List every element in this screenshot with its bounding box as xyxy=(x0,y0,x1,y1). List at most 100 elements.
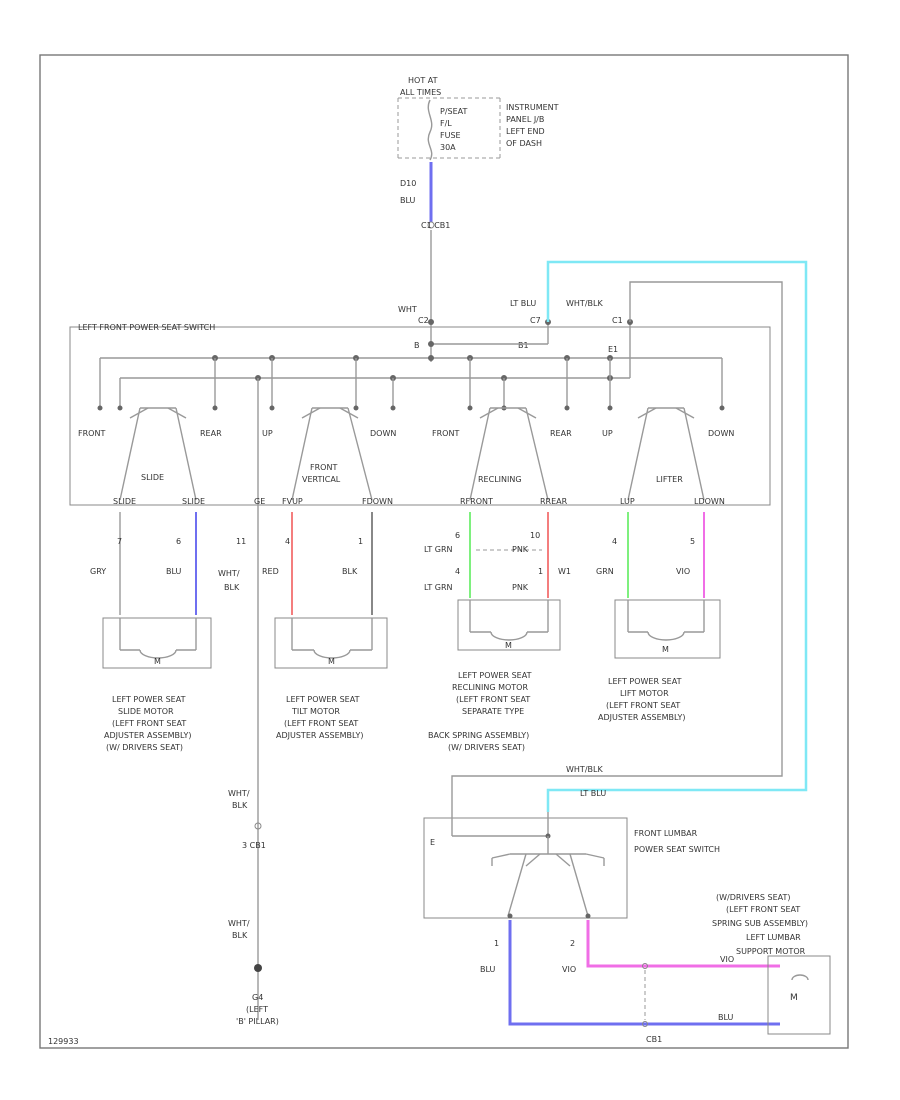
power-connector-label: C1 CB1 xyxy=(421,221,450,230)
slide-motor-line-5: (W/ DRIVERS SEAT) xyxy=(106,743,183,752)
slide-motor-m: M xyxy=(154,657,161,666)
tilt-motor-line-4: ADJUSTER ASSEMBLY) xyxy=(276,731,363,740)
lifter-up-label: UP xyxy=(602,429,613,438)
recline-lb-pin: 4 xyxy=(455,567,460,576)
lifter-left-pin: 4 xyxy=(612,537,617,546)
recline-rb-color: PNK xyxy=(512,583,529,592)
lumbar-motor-m: M xyxy=(790,993,798,1003)
lifter-left-color: GRN xyxy=(596,567,614,576)
lumbar-pin-1: 1 xyxy=(494,939,499,948)
ground-label-2: (LEFT xyxy=(246,1005,268,1014)
ground-color-2: BLK xyxy=(224,583,240,592)
lumbar-blu-wire xyxy=(508,920,780,1026)
hot-at-label: HOT AT xyxy=(408,76,438,85)
recline-rb-extra: W1 xyxy=(558,567,571,576)
pin-wht-label: WHT xyxy=(398,305,417,314)
lifter-out-right: LDOWN xyxy=(694,497,725,506)
lumbar-wire-blu: BLU xyxy=(480,965,496,974)
slide-left-pin: 7 xyxy=(117,537,122,546)
ground-label-1: G4 xyxy=(252,993,263,1002)
vertical-left-color: RED xyxy=(262,567,279,576)
fuse-line-3: FUSE xyxy=(440,131,461,140)
vertical-right-color: BLK xyxy=(342,567,358,576)
vertical-name-2: VERTICAL xyxy=(302,475,341,484)
seat-switch-title: LEFT FRONT POWER SEAT SWITCH xyxy=(78,323,215,332)
recline-motor-line-4: SEPARATE TYPE xyxy=(462,707,524,716)
lumbar-motor-top-label: VIO xyxy=(720,955,734,964)
slide-right-color: BLU xyxy=(166,567,182,576)
lt-blu-feed-wire xyxy=(546,260,808,812)
vertical-out-right: FDOWN xyxy=(362,497,393,506)
lumbar-lt-blu-label: LT BLU xyxy=(580,789,606,798)
location-line-1: INSTRUMENT xyxy=(506,103,559,112)
vertical-switch: UP DOWN FRONT VERTICAL FVUP FDOWN xyxy=(262,407,396,506)
ground-connector: 3 CB1 xyxy=(242,841,266,850)
vertical-down-label: DOWN xyxy=(370,429,396,438)
power-source: HOT AT ALL TIMES P/SEAT F/L FUSE 30A INS… xyxy=(397,76,559,322)
recline-lt-color: LT GRN xyxy=(424,545,453,554)
recline-out-left: RFRONT xyxy=(460,497,493,506)
ground-point-icon xyxy=(254,964,262,972)
tilt-motor-line-1: LEFT POWER SEAT xyxy=(286,695,360,704)
slide-motor-line-4: ADJUSTER ASSEMBLY) xyxy=(104,731,191,740)
seat-switch: LEFT FRONT POWER SEAT SWITCH WHT C2 LT B… xyxy=(69,299,771,1020)
lumbar-motor-line-2: (LEFT FRONT SEAT xyxy=(726,905,800,914)
tilt-motor-line-2: TILT MOTOR xyxy=(291,707,340,716)
recline-motor-line-1: LEFT POWER SEAT xyxy=(458,671,532,680)
location-line-2: PANEL J/B xyxy=(506,115,544,124)
lumbar-pin-2: 2 xyxy=(570,939,575,948)
output-wires: 7 6 GRY BLU 11 WHT/ BLK 4 1 RED BLK 6 LT… xyxy=(90,512,705,615)
ground-label-3: 'B' PILLAR) xyxy=(236,1017,279,1026)
slide-motor-line-1: LEFT POWER SEAT xyxy=(112,695,186,704)
motor-recline: M LEFT POWER SEAT RECLINING MOTOR (LEFT … xyxy=(428,599,561,752)
recline-motor-line-5: BACK SPRING ASSEMBLY) xyxy=(428,731,529,740)
vertical-name-1: FRONT xyxy=(310,463,337,472)
lumbar-wht-blk-label: WHT/BLK xyxy=(566,765,603,774)
lifter-right-pin: 5 xyxy=(690,537,695,546)
pin-b: B xyxy=(414,341,420,350)
vertical-right-pin: 1 xyxy=(358,537,363,546)
lumbar-bottom-connector: CB1 xyxy=(646,1035,662,1044)
ground-path: WHT/ BLK 3 CB1 WHT/ BLK G4 (LEFT 'B' PIL… xyxy=(228,789,279,1026)
diagram-id: 129933 xyxy=(48,1037,79,1046)
lift-motor-line-4: ADJUSTER ASSEMBLY) xyxy=(598,713,685,722)
recline-motor-line-3: (LEFT FRONT SEAT xyxy=(456,695,530,704)
vertical-out-left: FVUP xyxy=(282,497,303,506)
slide-front-label: FRONT xyxy=(78,429,105,438)
lift-motor-m: M xyxy=(662,645,669,654)
location-line-4: OF DASH xyxy=(506,139,542,148)
recline-rb-pin: 1 xyxy=(538,567,543,576)
ground-upper-color-1: WHT/ xyxy=(228,789,250,798)
fuse-line-4: 30A xyxy=(440,143,456,152)
power-wire-num: D10 xyxy=(400,179,416,188)
diagram-frame xyxy=(39,54,849,1049)
tilt-motor-m: M xyxy=(328,657,335,666)
lifter-out-left: LUP xyxy=(620,497,635,506)
lifter-right-color: VIO xyxy=(676,567,690,576)
recline-front-label: FRONT xyxy=(432,429,459,438)
lumbar-title-2: POWER SEAT SWITCH xyxy=(634,845,720,854)
lumbar-switch-box xyxy=(423,817,628,919)
location-line-3: LEFT END xyxy=(506,127,545,136)
lumbar-feed: WHT/BLK LT BLU xyxy=(451,260,808,812)
motor-lift: M LEFT POWER SEAT LIFT MOTOR (LEFT FRONT… xyxy=(598,599,721,722)
power-connector-dot xyxy=(427,221,435,229)
slide-out-left: SLIDE xyxy=(113,497,136,506)
lumbar-title-1: FRONT LUMBAR xyxy=(634,829,698,838)
lumbar-vio-wire xyxy=(586,920,780,968)
lumbar-motor-box xyxy=(767,955,831,1035)
fuse-line-1: P/SEAT xyxy=(440,107,468,116)
pin-lt-blu-label: LT BLU xyxy=(510,299,536,308)
slide-right-pin: 6 xyxy=(176,537,181,546)
slide-switch: FRONT REAR SLIDE SLIDE SLIDE xyxy=(78,407,222,506)
ground-upper-color-2: BLK xyxy=(232,801,248,810)
motor-tilt: M LEFT POWER SEAT TILT MOTOR (LEFT FRONT… xyxy=(274,617,388,740)
lumbar-switch: E FRONT LUMBAR POWER SEAT SWITCH xyxy=(423,812,720,919)
lift-motor-line-3: (LEFT FRONT SEAT xyxy=(606,701,680,710)
recline-rear-label: REAR xyxy=(550,429,572,438)
slide-left-color: GRY xyxy=(90,567,106,576)
recline-motor-m: M xyxy=(505,641,512,650)
tilt-motor-line-3: (LEFT FRONT SEAT xyxy=(284,719,358,728)
slide-out-right: SLIDE xyxy=(182,497,205,506)
